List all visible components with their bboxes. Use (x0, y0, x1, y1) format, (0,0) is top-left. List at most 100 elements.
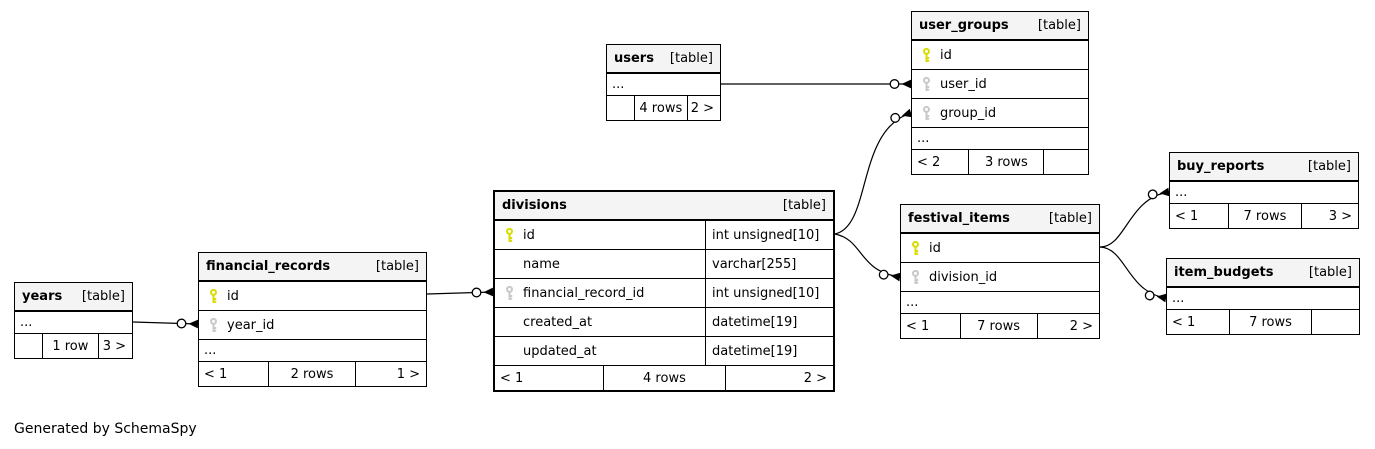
column-cell: updated_at (495, 337, 705, 365)
table-name: user_groups (919, 18, 1009, 33)
paging-next (1310, 310, 1359, 334)
table-item_budgets[interactable]: item_budgets [table]... < 1 7 rows (1166, 258, 1360, 335)
column-name: id (523, 227, 535, 243)
column-row-financial_record_id: financial_record_id int unsigned[10] (495, 279, 833, 308)
column-row-group_id: group_id (912, 99, 1088, 128)
table-tag: [table] (81, 289, 125, 304)
primary-key-icon (505, 227, 513, 242)
relationship-divisions-id-to-user_groups-group_id (834, 108, 913, 235)
paging-next[interactable]: 3 > (97, 334, 132, 358)
paging-prev (15, 334, 42, 358)
column-row-id: id (912, 41, 1088, 70)
column-row-user_id: user_id (912, 70, 1088, 99)
generated-by-note: Generated by SchemaSpy (14, 421, 197, 437)
relationship-divisions-id-to-festival_items-division_id (834, 233, 901, 282)
paging-prev[interactable]: < 1 (500, 370, 524, 386)
relationship-years-to-financial_records-year_id (132, 318, 199, 329)
column-type: datetime[19] (705, 308, 833, 336)
more-columns-row: ... (607, 74, 720, 96)
row-count[interactable]: 7 rows (1229, 310, 1310, 334)
column-name: id (227, 288, 239, 304)
row-count[interactable]: 7 rows (959, 314, 1037, 338)
column-row-year_id: year_id (199, 311, 426, 340)
column-type: datetime[19] (705, 337, 833, 365)
column-cell: id (495, 221, 705, 249)
table-name: users (614, 51, 654, 66)
paging-prev[interactable]: < 1 (204, 366, 228, 382)
table-name: buy_reports (1177, 159, 1265, 174)
foreign-key-icon (505, 285, 513, 300)
key-icon-cell (495, 285, 523, 301)
table-name: item_budgets (1174, 265, 1274, 280)
paging-next[interactable]: 2 > (725, 366, 833, 390)
column-cell: id (912, 41, 952, 69)
key-icon-cell (912, 47, 940, 63)
table-name: divisions (502, 198, 567, 213)
paging-prev (607, 96, 634, 120)
table-tag: [table] (1037, 18, 1081, 33)
paging-prev[interactable]: < 1 (1175, 208, 1199, 224)
table-header: buy_reports[table] (1170, 153, 1358, 182)
table-footer: < 1 7 rows (1167, 310, 1359, 334)
column-type: int unsigned[10] (705, 279, 833, 307)
table-header: user_groups [table] (912, 12, 1088, 41)
primary-key-icon (922, 47, 930, 62)
column-name: group_id (940, 105, 997, 121)
more-columns-row: ... (901, 292, 1099, 314)
relationship-financial_records-id-to-divisions-financial_record_id (426, 287, 494, 298)
table-name: financial_records (206, 259, 331, 274)
foreign-key-icon (922, 76, 930, 91)
row-count[interactable]: 2 rows (268, 362, 354, 386)
column-cell: group_id (912, 99, 996, 127)
paging-next (1043, 150, 1088, 174)
table-header: financial_records[table] (199, 253, 426, 282)
column-row-division_id: division_id (901, 263, 1099, 292)
paging-prev[interactable]: < 1 (1172, 314, 1196, 330)
key-icon-cell (912, 76, 940, 92)
paging-next[interactable]: 2 > (1036, 314, 1100, 338)
row-count[interactable]: 1 row (42, 334, 98, 358)
column-cell: id (901, 234, 941, 262)
table-tag: [table] (1048, 211, 1092, 226)
key-icon-cell (912, 105, 940, 121)
column-cell: division_id (901, 263, 997, 291)
row-count[interactable]: 4 rows (633, 96, 687, 120)
column-cell: financial_record_id (495, 279, 705, 307)
table-header: item_budgets [table] (1167, 259, 1359, 288)
table-header: divisions[table] (495, 192, 833, 221)
more-columns-row: ... (1167, 288, 1359, 310)
paging-prev[interactable]: < 2 (917, 154, 941, 170)
column-cell: year_id (199, 311, 274, 339)
row-count[interactable]: 3 rows (968, 150, 1043, 174)
column-row-id: id (199, 282, 426, 311)
column-name: financial_record_id (523, 285, 645, 301)
row-count[interactable]: 4 rows (602, 366, 726, 390)
column-cell: created_at (495, 308, 705, 336)
row-count[interactable]: 7 rows (1227, 204, 1301, 228)
key-icon-cell (901, 240, 929, 256)
paging-prev[interactable]: < 1 (906, 318, 930, 334)
paging-next[interactable]: 1 > (354, 362, 426, 386)
table-tag: [table] (1308, 265, 1352, 280)
column-cell: id (199, 282, 239, 310)
relationship-festival_items-id-to-buy_reports (1099, 187, 1170, 248)
column-name: id (929, 240, 941, 256)
paging-next[interactable]: 2 > (686, 96, 720, 120)
paging-next[interactable]: 3 > (1301, 204, 1358, 228)
column-name: name (523, 256, 560, 272)
foreign-key-icon (911, 269, 919, 284)
